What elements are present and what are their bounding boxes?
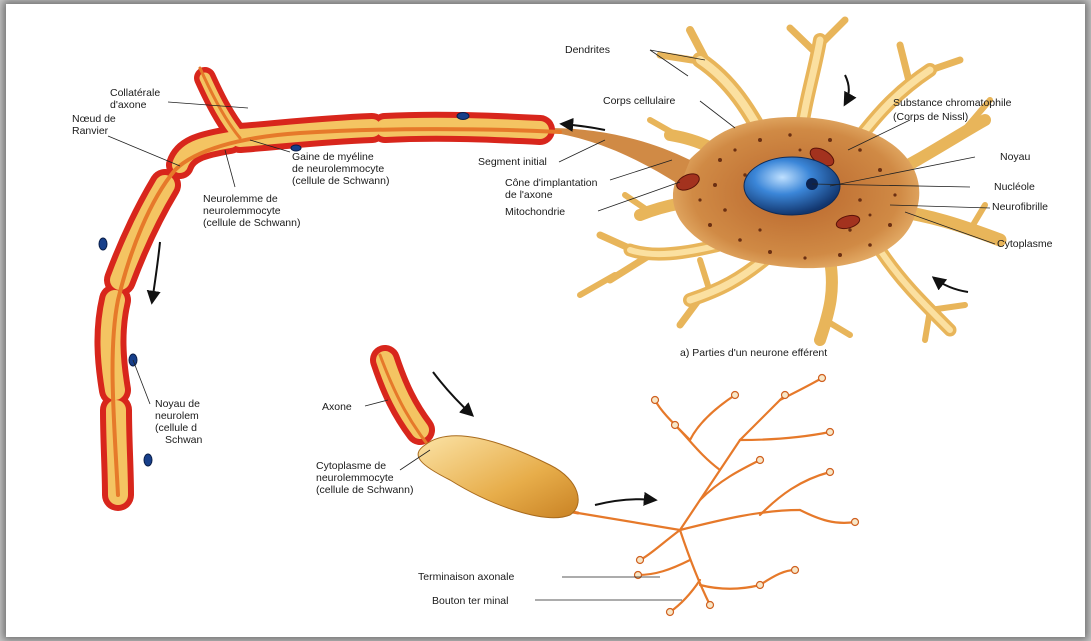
- label-collaterale-line1: Collatérale: [110, 87, 160, 99]
- label-noeud-line1: Nœud de: [72, 113, 116, 125]
- label-noyau-schwann-line2: neurolem: [155, 410, 199, 422]
- label-noyau-schwann-line4: Schwan: [165, 434, 203, 446]
- label-substance-line1: Substance chromatophile: [893, 97, 1012, 109]
- label-substance-line2: (Corps de Nissl): [893, 111, 968, 123]
- label-segment-initial: Segment initial: [478, 156, 547, 168]
- label-cyto-schwann-line2: neurolemmocyte: [316, 472, 394, 484]
- label-cyto-schwann-line3: (cellule de Schwann): [316, 484, 413, 496]
- label-noeud-line2: Ranvier: [72, 125, 109, 137]
- label-neurolemme-line2: neurolemmocyte: [203, 205, 281, 217]
- nucleus: [744, 157, 840, 215]
- label-gaine-line2: de neurolemmocyte: [292, 163, 384, 175]
- label-nucleole: Nucléole: [994, 181, 1035, 193]
- cell-body: [550, 117, 919, 268]
- label-corps-cellulaire: Corps cellulaire: [603, 95, 676, 107]
- label-bouton: Bouton ter minal: [432, 595, 508, 607]
- label-dendrites: Dendrites: [565, 44, 610, 56]
- label-neurolemme-line1: Neurolemme de: [203, 193, 278, 205]
- label-mitochondrie: Mitochondrie: [505, 206, 565, 218]
- label-cytoplasme: Cytoplasme: [997, 238, 1053, 250]
- label-neurofibrille: Neurofibrille: [992, 201, 1048, 213]
- schwann-cytoplasm: [418, 436, 578, 518]
- label-axone: Axone: [322, 401, 352, 413]
- label-noyau: Noyau: [1000, 151, 1031, 163]
- diagram-caption: a) Parties d'un neurone efférent: [680, 347, 827, 359]
- label-gaine-line1: Gaine de myéline: [292, 151, 374, 163]
- label-cyto-schwann-line1: Cytoplasme de: [316, 460, 386, 472]
- terminal-boutons: [635, 375, 859, 616]
- label-cone-line1: Cône d'implantation: [505, 177, 598, 189]
- label-noyau-schwann-line1: Noyau de: [155, 398, 200, 410]
- label-neurolemme-line3: (cellule de Schwann): [203, 217, 300, 229]
- label-gaine-line3: (cellule de Schwann): [292, 175, 389, 187]
- label-cone-line2: de l'axone: [505, 189, 553, 201]
- label-collaterale-line2: d'axone: [110, 99, 147, 111]
- label-noyau-schwann-line3: (cellule d: [155, 422, 197, 434]
- label-terminaison: Terminaison axonale: [418, 571, 514, 583]
